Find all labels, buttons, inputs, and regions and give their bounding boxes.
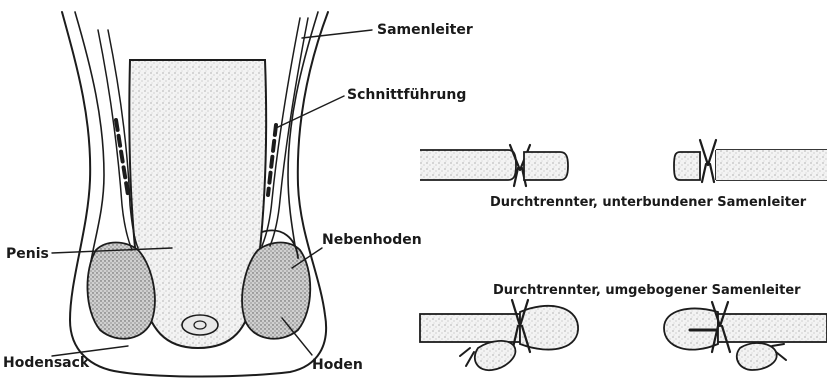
caption-folded: Durchtrennter, umgebogener Samenleiter [493, 283, 801, 298]
label-penis: Penis [6, 246, 49, 262]
label-nebenhoden: Nebenhoden [322, 232, 422, 248]
vas-deferens-right [262, 18, 300, 246]
leader-schnittfuehrung [276, 96, 344, 128]
label-schnittfuehrung: Schnittführung [347, 87, 466, 103]
label-hodensack: Hodensack [3, 355, 90, 371]
label-hoden: Hoden [312, 357, 363, 373]
incision-mark-right [268, 125, 276, 195]
tied-vas-illustration [420, 140, 827, 186]
anatomy-drawing [52, 12, 372, 377]
label-samenleiter: Samenleiter [377, 22, 473, 38]
caption-tied: Durchtrennter, unterbundener Samenleiter [490, 195, 807, 210]
glans [182, 315, 218, 335]
folded-vas-illustration [420, 300, 827, 370]
testis-right [242, 243, 310, 339]
